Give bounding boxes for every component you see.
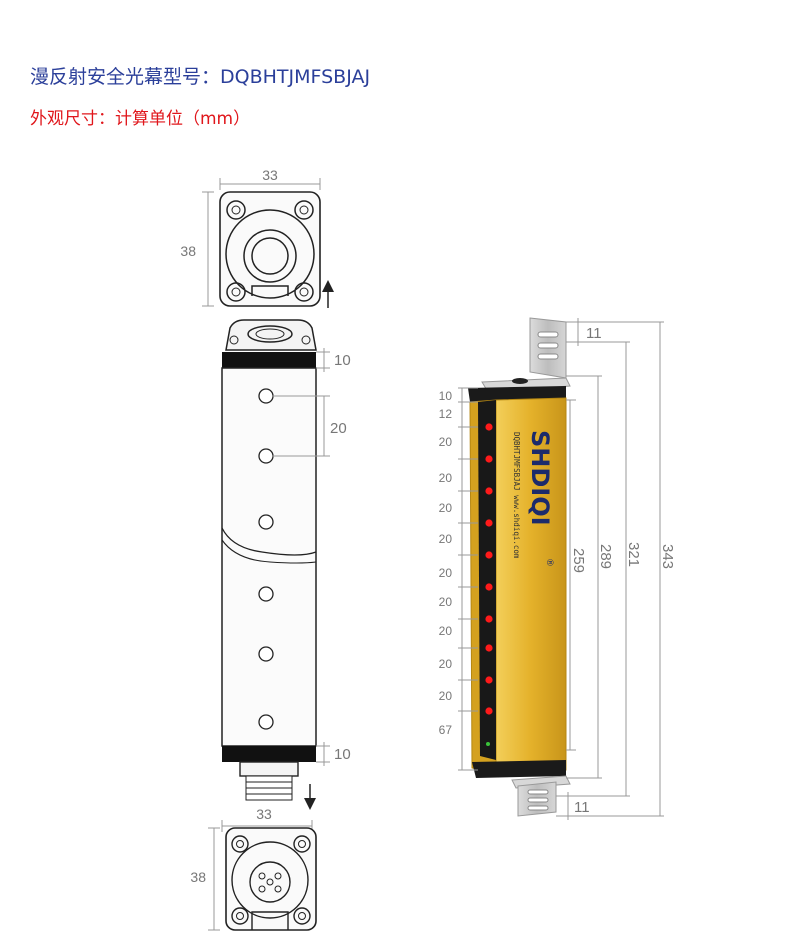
front-body-view: 10 20 10 <box>221 319 351 810</box>
bottom-cap-width-label: 33 <box>256 806 272 822</box>
bottom-band-dim: 10 <box>334 746 351 763</box>
bottom-cap-view: 33 38 <box>190 806 317 931</box>
spacing-label: 20 <box>439 435 453 449</box>
product-3d-view: DQBHTJMFSBJAJ www.shdiqi.com SHDIQI ® 10… <box>439 317 676 820</box>
spacing-label: 20 <box>439 566 453 580</box>
spacing-label: 20 <box>439 471 453 485</box>
bottom-cap-height-label: 38 <box>190 869 206 885</box>
led-group <box>485 423 493 746</box>
height-259: 259 <box>570 548 587 573</box>
model-title: 漫反射安全光幕型号：DQBHTJMFSBJAJ <box>30 66 371 88</box>
height-343: 343 <box>659 544 676 569</box>
top-bracket-dim: 11 <box>586 325 602 342</box>
spacing-label: 20 <box>439 689 453 703</box>
product-vertical-text: DQBHTJMFSBJAJ www.shdiqi.com <box>512 432 521 559</box>
top-cap-height-label: 38 <box>180 243 196 259</box>
height-289: 289 <box>597 544 614 569</box>
top-cap-view: 33 38 <box>180 167 334 308</box>
spacing-ticks <box>458 387 478 771</box>
spacing-label: 10 <box>439 389 453 403</box>
registered-mark: ® <box>544 558 554 567</box>
bottom-bracket-dim: 11 <box>574 799 590 816</box>
top-band-dim: 10 <box>334 352 351 369</box>
spacing-label: 20 <box>439 624 453 638</box>
spacing-label: 20 <box>439 532 453 546</box>
height-321: 321 <box>625 542 642 567</box>
brand-logo: SHDIQI <box>526 430 554 526</box>
top-cap-width-label: 33 <box>262 167 278 183</box>
pitch-dim: 20 <box>330 420 347 437</box>
lens-group <box>258 388 274 730</box>
spacing-label: 12 <box>439 407 453 421</box>
spacing-label: 20 <box>439 595 453 609</box>
spacing-label: 20 <box>439 501 453 515</box>
dims-title: 外观尺寸：计算单位（mm） <box>30 109 251 129</box>
spacing-label: 20 <box>439 657 453 671</box>
spacing-label: 67 <box>439 723 453 737</box>
